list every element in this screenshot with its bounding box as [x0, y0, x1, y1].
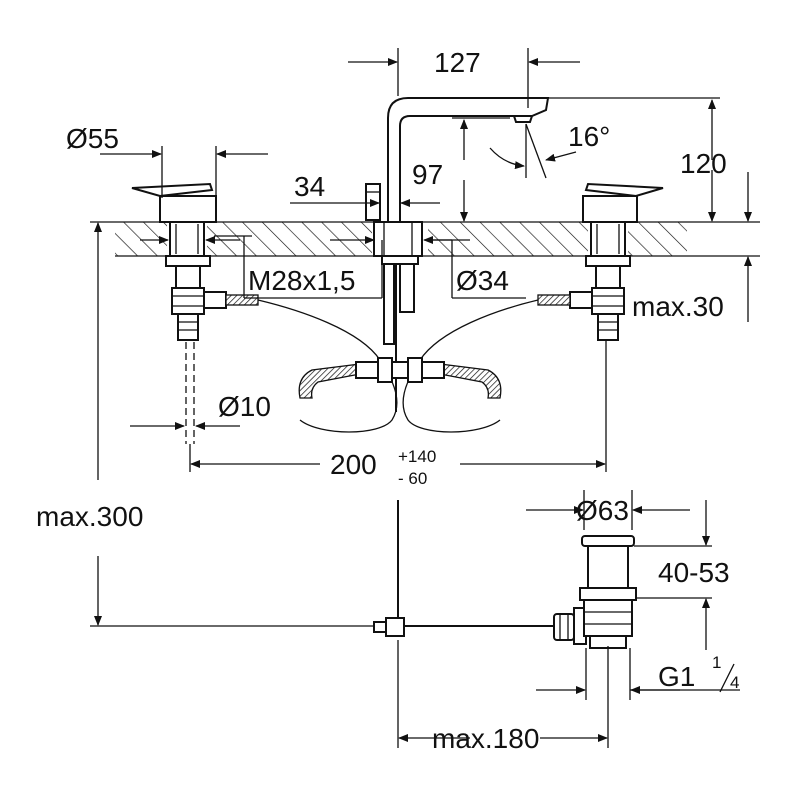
label-spacing-plus: +140 [398, 447, 436, 466]
extension-lines [90, 48, 760, 748]
dimension-labels: 127 Ø55 34 97 16° 120 M28x1,5 Ø34 max.30… [36, 47, 739, 754]
label-drain-thread-num: 1 [712, 653, 721, 672]
label-drain-diameter: Ø63 [576, 495, 629, 526]
popup-drain [373, 500, 637, 649]
label-spout-height: 97 [412, 159, 443, 190]
label-total-height: 120 [680, 148, 727, 179]
label-max-height-below: max.300 [36, 501, 143, 532]
label-drain-thread-den: 4 [730, 673, 739, 692]
label-max-deck: max.30 [632, 291, 724, 322]
label-hose-diameter: Ø10 [218, 391, 271, 422]
left-handle [131, 182, 259, 444]
label-spout-offset: 127 [434, 47, 481, 78]
label-thickness-34: 34 [294, 171, 325, 202]
label-drain-thread: G1 [658, 661, 695, 692]
right-handle [537, 182, 664, 341]
label-hole-diameter: Ø34 [456, 265, 509, 296]
label-rod-length: max.180 [432, 723, 539, 754]
label-drain-range: 40-53 [658, 557, 730, 588]
label-spout-angle: 16° [568, 121, 610, 152]
label-spacing-minus: - 60 [398, 469, 427, 488]
dimension-arrows [94, 58, 752, 742]
hoses [257, 299, 539, 433]
label-spacing: 200 [330, 449, 377, 480]
label-thread: M28x1,5 [248, 265, 355, 296]
label-handle-diameter: Ø55 [66, 123, 119, 154]
